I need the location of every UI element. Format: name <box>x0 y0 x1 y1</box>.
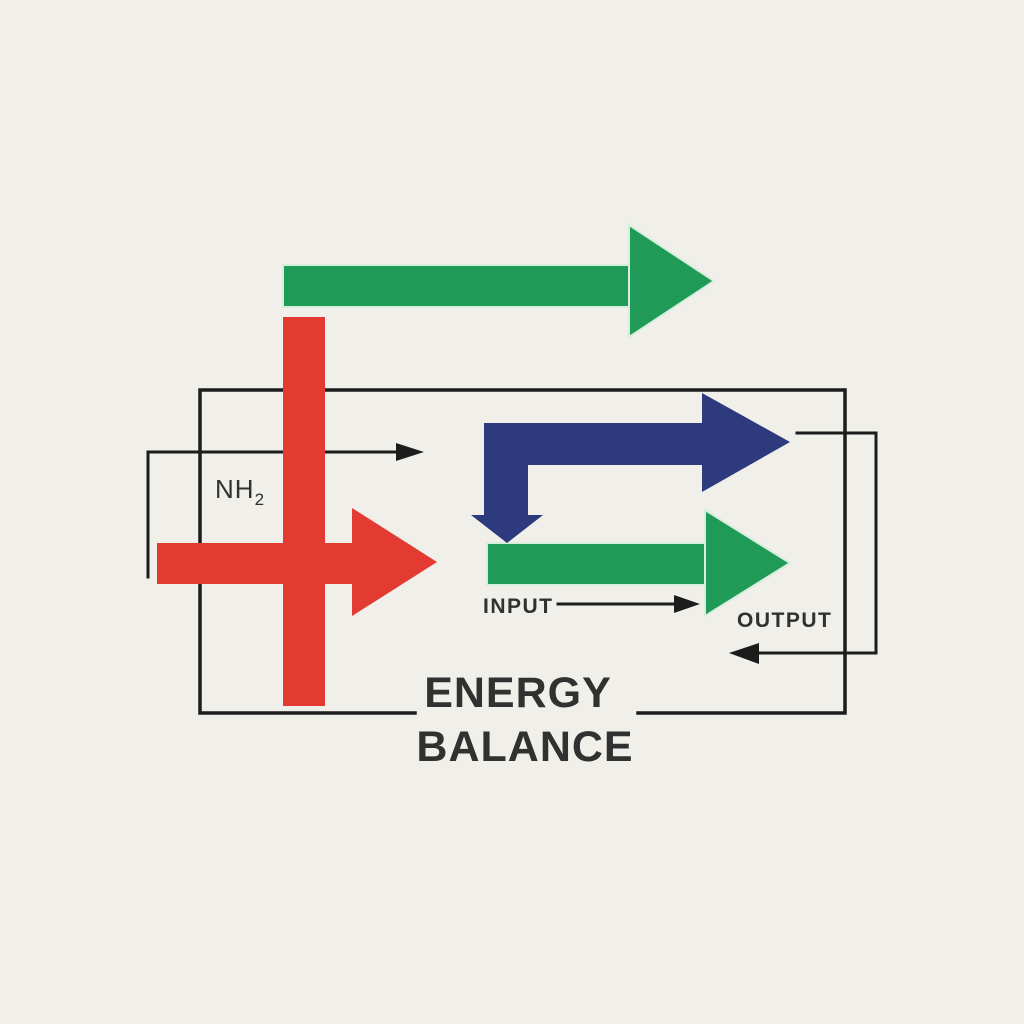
nh2-arrowhead-icon <box>396 443 424 461</box>
red-arrow-shaft <box>157 543 353 584</box>
red-vertical-bar <box>283 317 325 706</box>
green-top-shaft <box>282 264 631 308</box>
input-arrowhead-icon <box>674 595 700 613</box>
nh2-label: NH2 <box>215 474 265 509</box>
nh2-label-base: NH <box>215 474 255 504</box>
title-line-1: ENERGY <box>424 669 612 717</box>
green-arrow-top <box>282 223 716 339</box>
input-label: INPUT <box>483 595 554 618</box>
green-arrow-output <box>486 508 792 618</box>
feedback-loop-line <box>755 431 878 655</box>
blue-feedback-arrow <box>471 393 790 543</box>
nh2-label-subscript: 2 <box>255 490 265 509</box>
green-top-arrowhead-icon <box>628 223 716 339</box>
diagram-title: ENERGY BALANCE <box>416 669 633 771</box>
green-output-shaft <box>486 542 707 586</box>
red-cross-arrow <box>157 317 437 706</box>
green-output-arrowhead-icon <box>704 508 792 618</box>
feedback-arrowhead-icon <box>729 643 759 664</box>
output-label: OUTPUT <box>737 609 832 632</box>
title-line-2: BALANCE <box>416 723 633 771</box>
red-arrowhead-icon <box>352 508 437 616</box>
